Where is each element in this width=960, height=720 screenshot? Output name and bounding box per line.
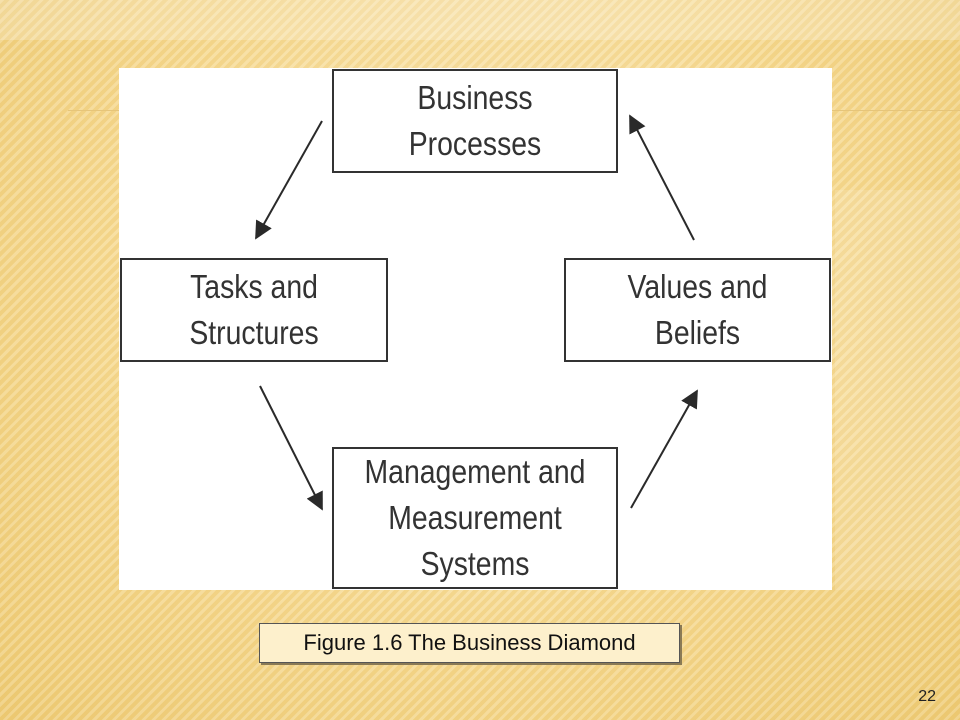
node-management-systems-label: Management and Measurement Systems — [364, 453, 586, 582]
diagram-canvas — [120, 69, 831, 589]
arrow-management-to-values — [630, 389, 698, 509]
arrow-tasks-to-management — [259, 385, 323, 511]
business-diamond-figure: Business Processes Tasks and Structures … — [119, 68, 832, 590]
arrow-processes-to-tasks — [255, 120, 323, 240]
node-values-beliefs-box — [564, 258, 831, 362]
node-management-systems-box — [332, 447, 618, 589]
background-panel-right — [835, 190, 960, 590]
node-tasks-structures-label: Tasks and Structures — [189, 268, 319, 351]
background-panel-top — [0, 0, 960, 40]
arrow-values-to-processes — [629, 114, 695, 241]
node-business-processes-label: Business Processes — [408, 79, 542, 162]
node-business-processes-box — [332, 69, 618, 173]
node-values-beliefs-label: Values and Beliefs — [627, 268, 768, 351]
header-rule-right — [832, 110, 960, 111]
header-rule-left — [68, 110, 120, 111]
page-number: 22 — [918, 688, 936, 705]
figure-caption: Figure 1.6 The Business Diamond — [259, 623, 680, 663]
node-tasks-structures-box — [120, 258, 388, 362]
